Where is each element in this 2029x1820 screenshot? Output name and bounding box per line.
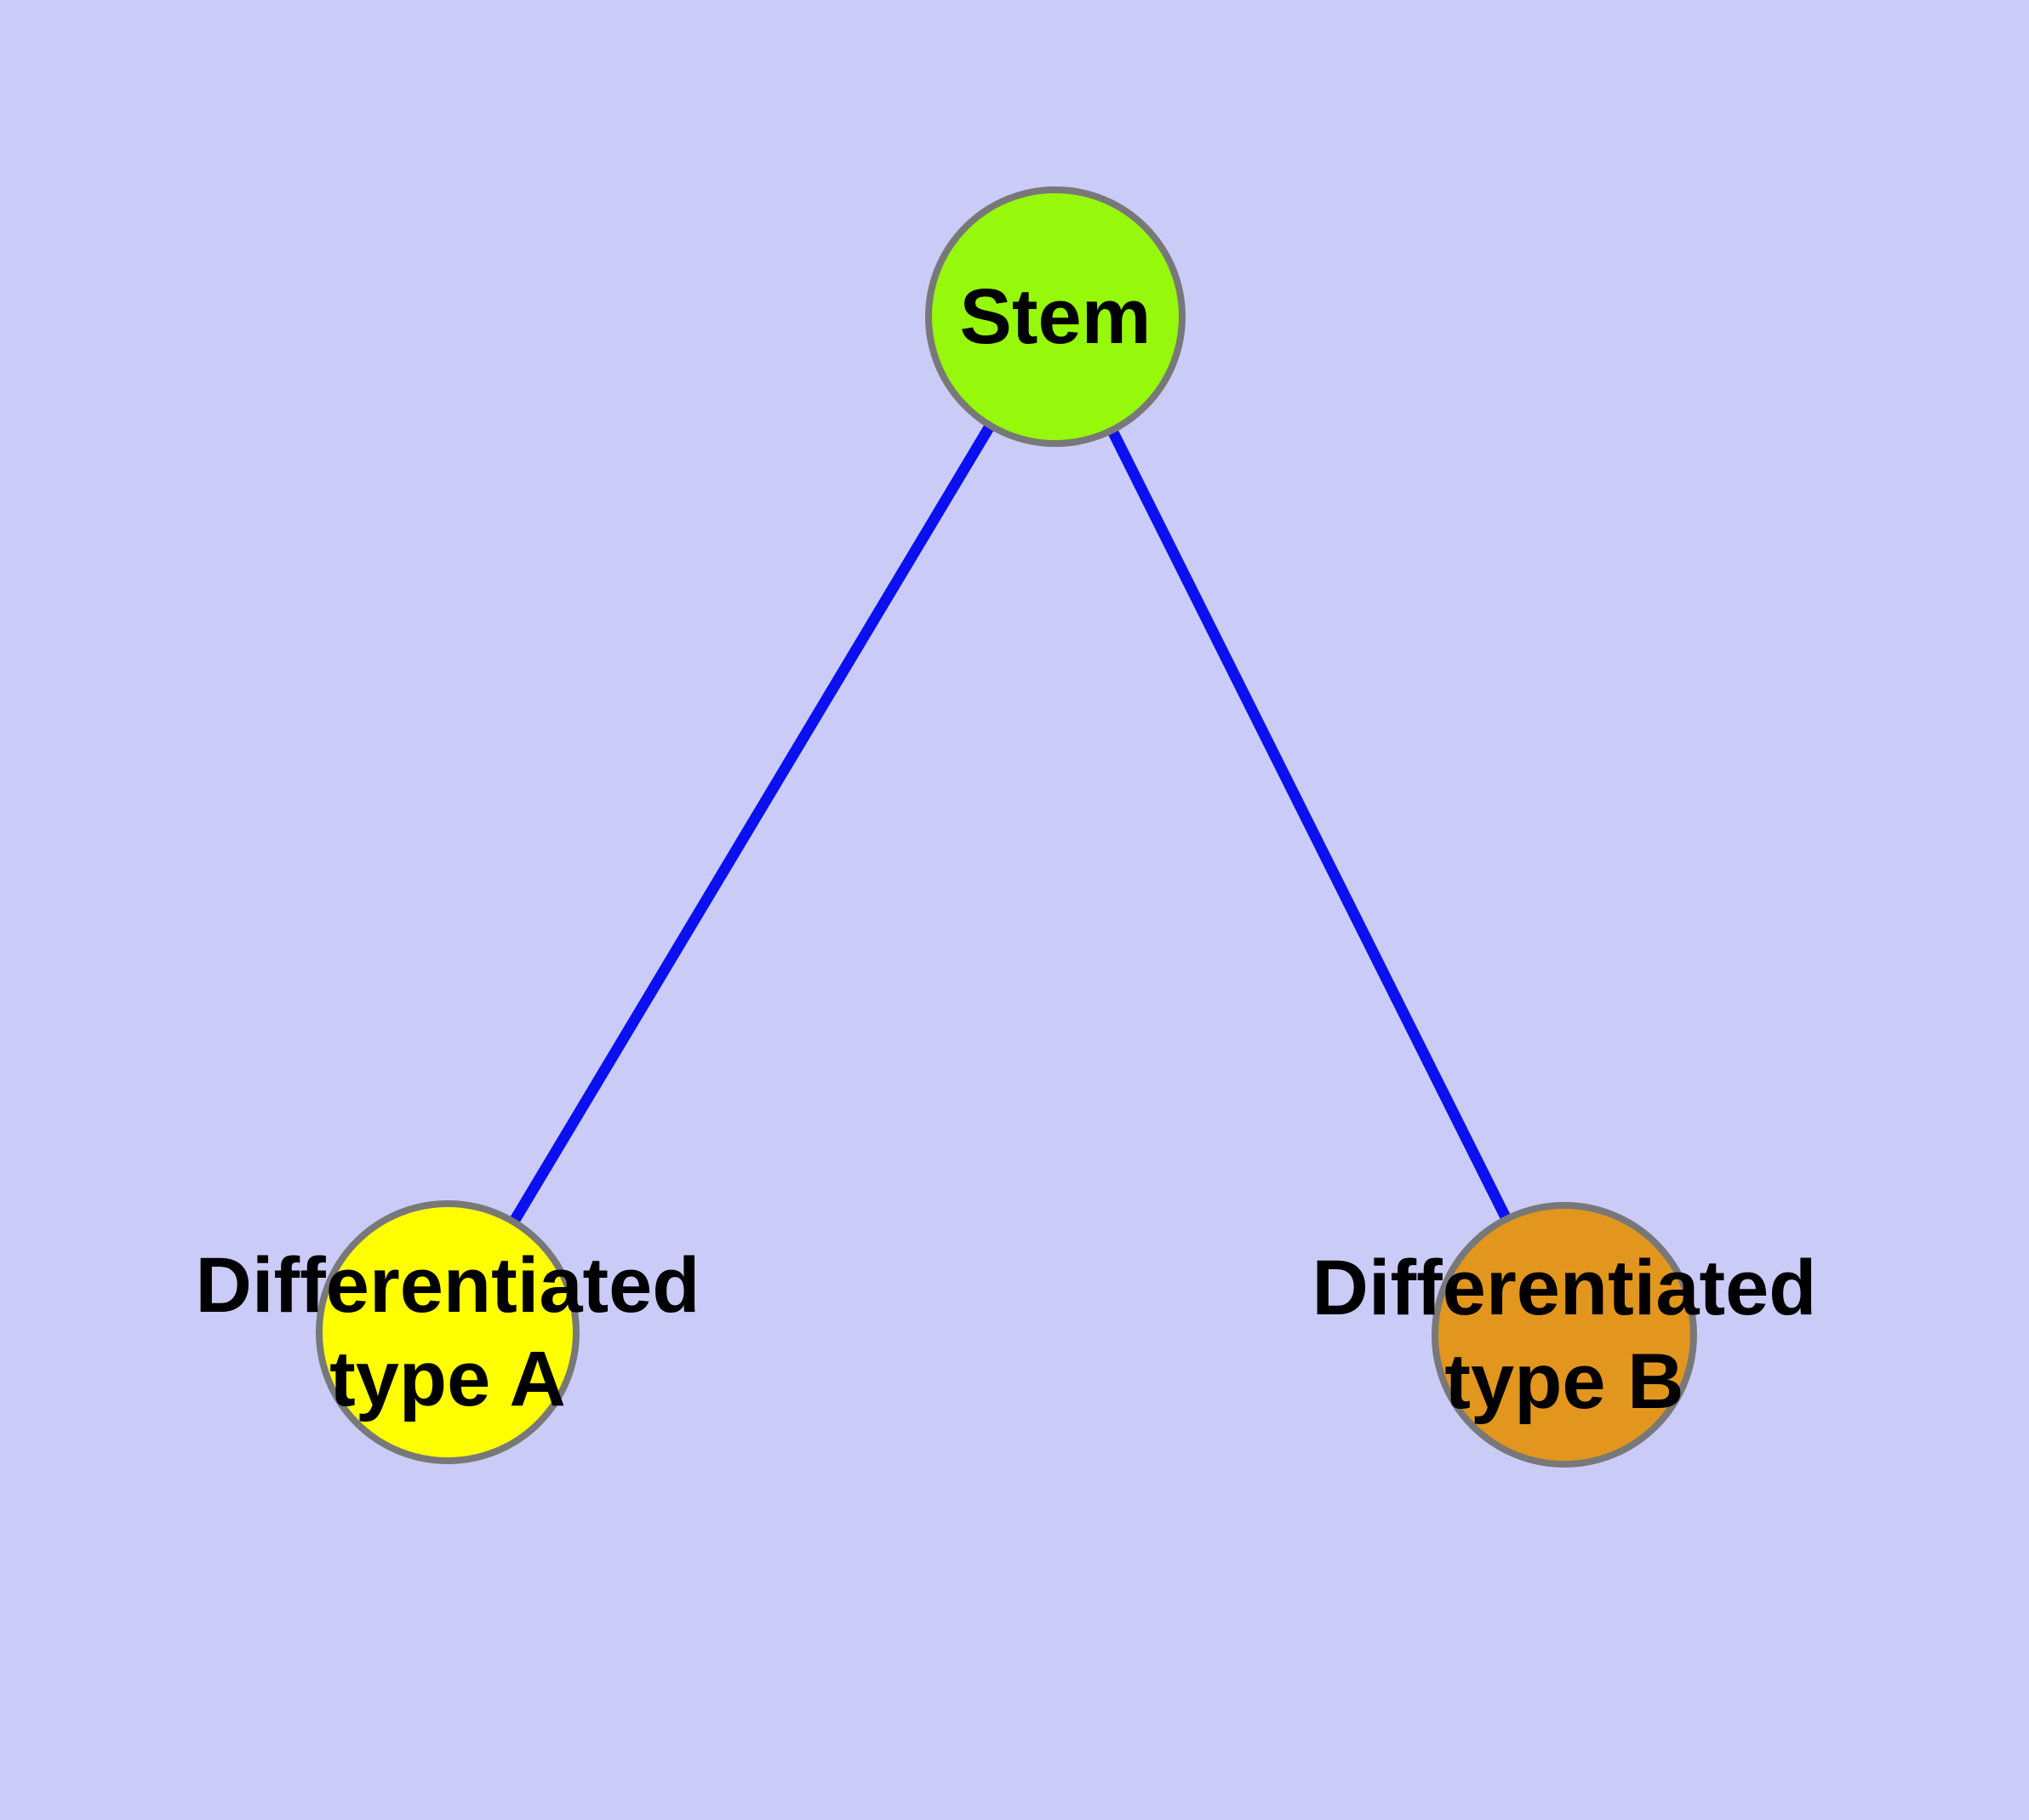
node-type-a-label: Differentiated type A xyxy=(196,1239,700,1426)
node-type-b-label-line1: Differentiated xyxy=(1312,1245,1817,1331)
node-stem-circle xyxy=(925,186,1186,447)
edge-stem-to-type-b xyxy=(1050,314,1569,1337)
node-type-b-label: Differentiated type B xyxy=(1312,1241,1817,1428)
node-type-a-label-line1: Differentiated xyxy=(195,1242,700,1329)
node-type-a-label-line2: type A xyxy=(329,1336,566,1422)
node-type-b-circle xyxy=(1432,1202,1697,1468)
edge-stem-to-type-a xyxy=(443,313,1060,1336)
node-type-a-circle xyxy=(316,1200,580,1464)
node-stem-label-text: Stem xyxy=(959,273,1152,360)
node-stem-label: Stem xyxy=(960,270,1152,363)
node-type-b-label-line2: type B xyxy=(1444,1338,1684,1425)
